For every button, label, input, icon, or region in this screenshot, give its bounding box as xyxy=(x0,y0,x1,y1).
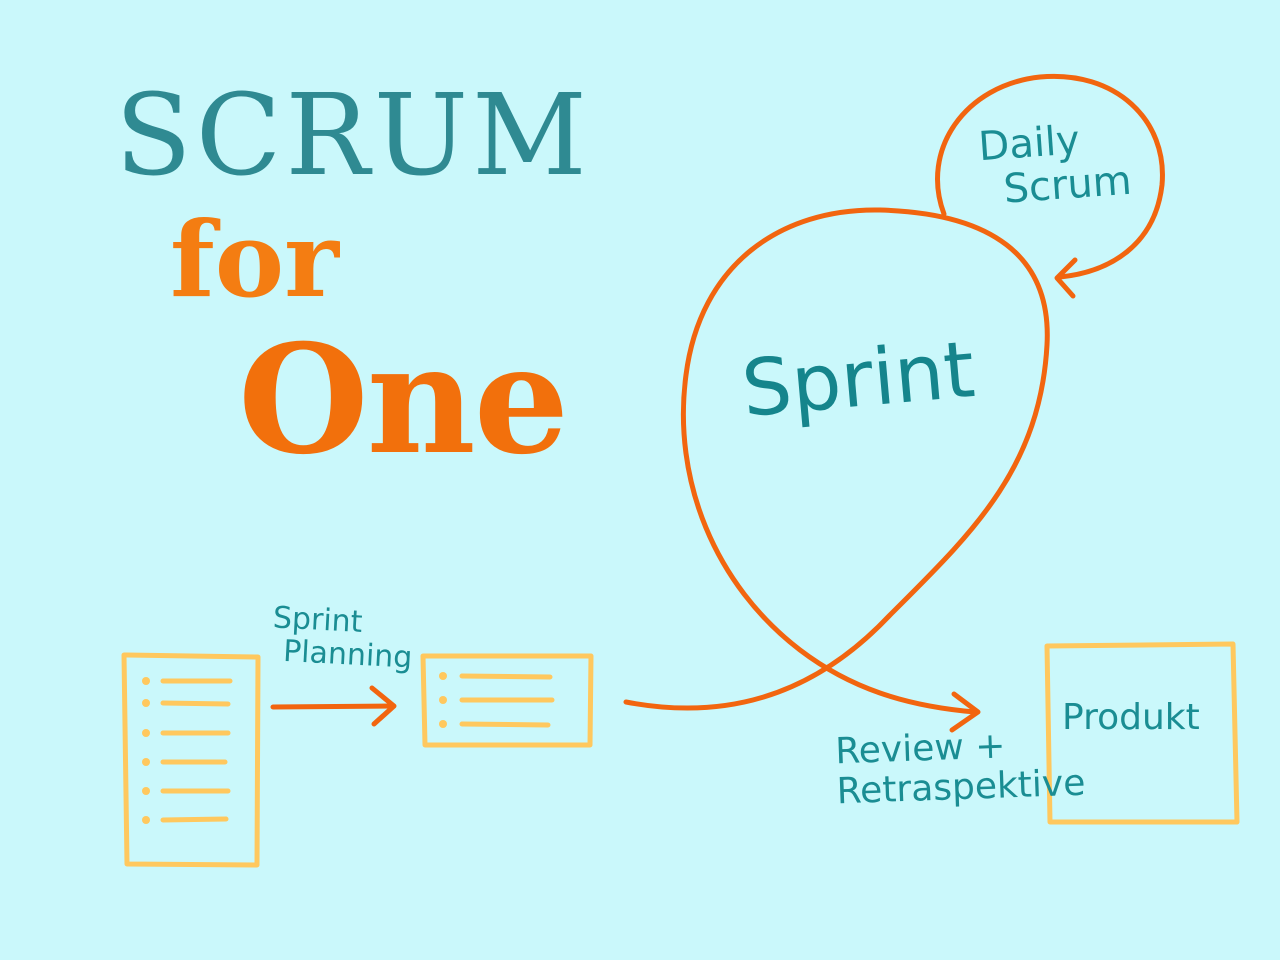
sprint-backlog-box xyxy=(420,653,594,748)
sprint-backlog xyxy=(420,653,594,748)
sprint-planning-arrow xyxy=(270,685,397,727)
daily-scrum-label-line2: Scrum xyxy=(1002,157,1134,213)
sprint-backlog-items xyxy=(439,672,555,728)
review-label-line2: Retraspektive xyxy=(836,762,1087,812)
title-for: for xyxy=(170,198,339,321)
review-retrospective-label: Review + Retraspektive xyxy=(835,724,1087,812)
product-backlog xyxy=(121,652,261,868)
sprint-loop xyxy=(623,207,1050,733)
sprint-planning-label-line2: Planning xyxy=(282,633,414,676)
product-backlog-box xyxy=(121,652,261,868)
daily-scrum-label: Daily Scrum xyxy=(977,115,1133,213)
produkt-label: Produkt xyxy=(1062,697,1200,738)
produkt-box xyxy=(1044,641,1240,825)
title-one: One xyxy=(238,312,569,488)
title-scrum: SCRUM xyxy=(115,71,591,201)
sprint-planning-label: Sprint Planning xyxy=(270,600,414,676)
product-backlog-items xyxy=(142,677,233,824)
daily-scrum-loop xyxy=(935,73,1165,299)
